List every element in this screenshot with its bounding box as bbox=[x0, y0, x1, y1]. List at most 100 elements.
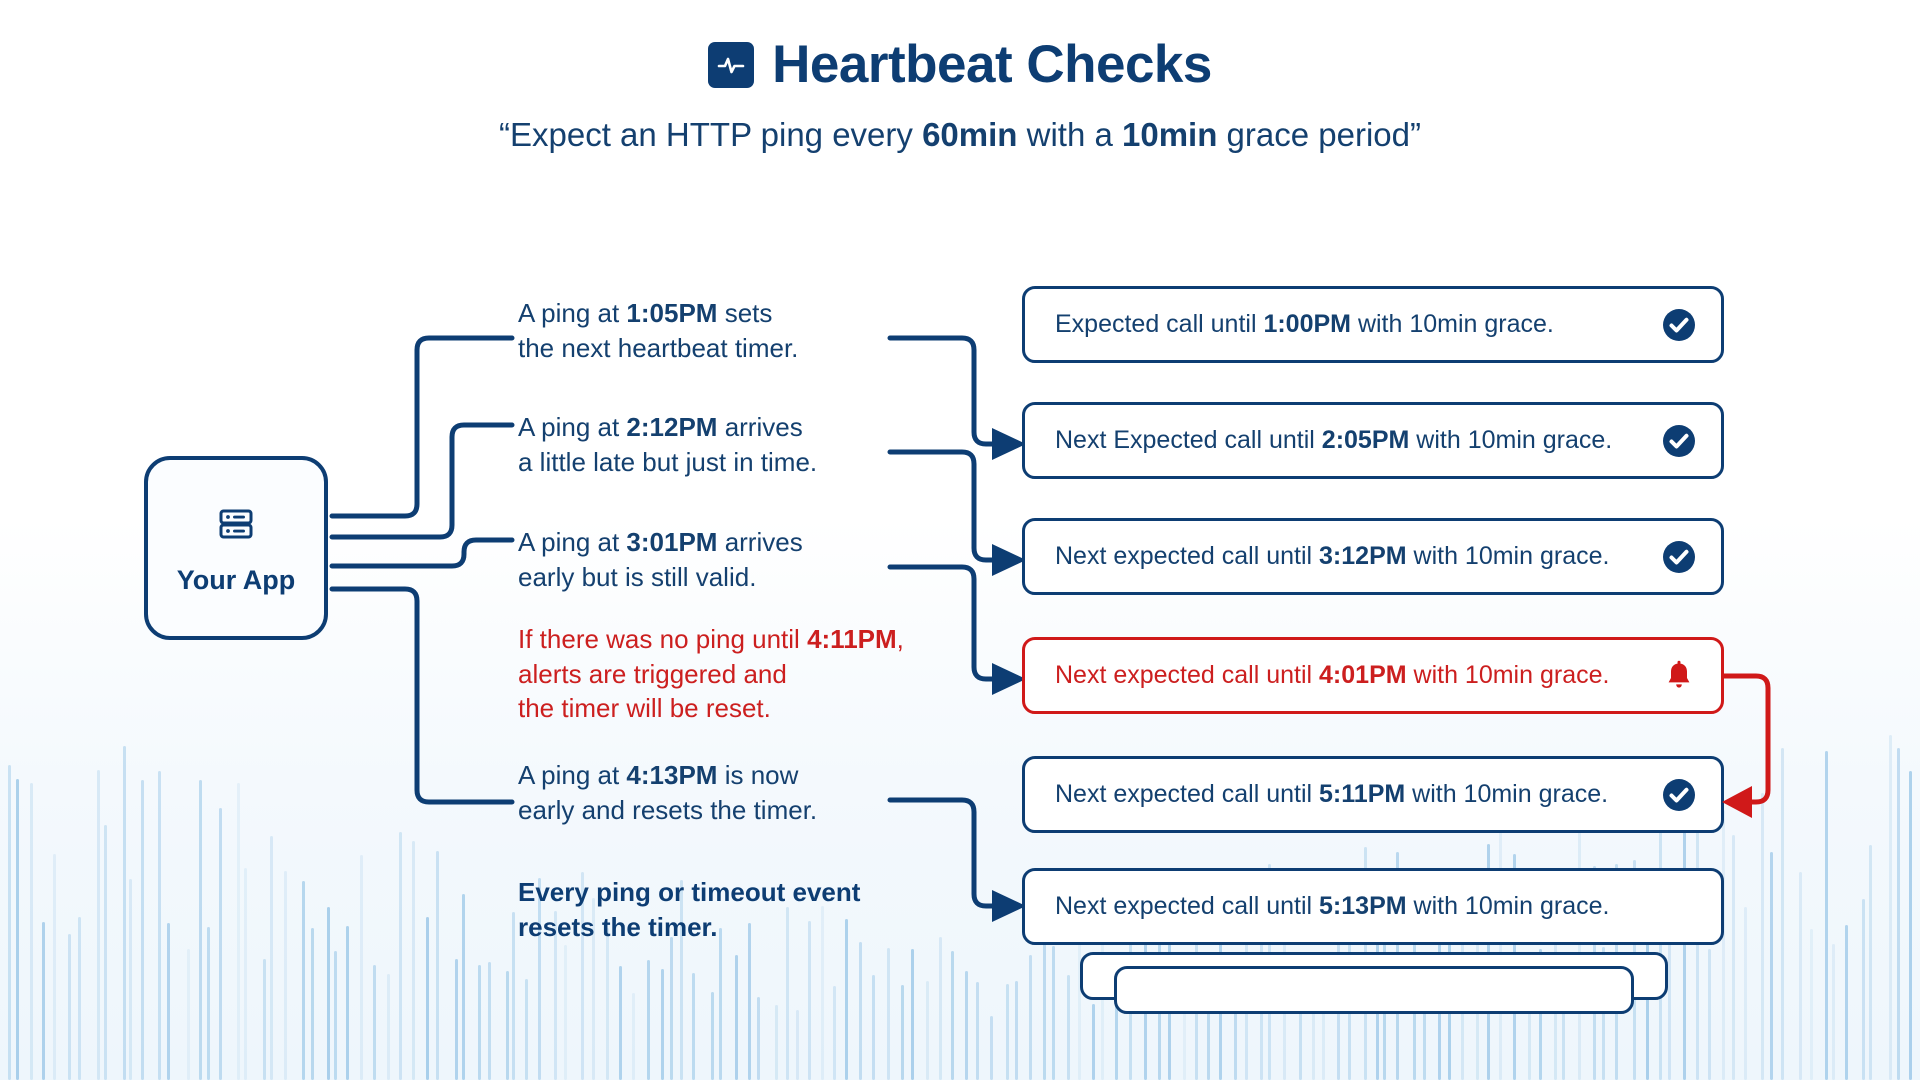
subtitle-grace: 10min bbox=[1122, 116, 1218, 153]
waveform-bar bbox=[1028, 955, 1032, 1080]
card-time: 1:00PM bbox=[1263, 310, 1351, 338]
waveform-bar bbox=[454, 959, 458, 1080]
card-time: 5:13PM bbox=[1319, 892, 1407, 920]
event-line-1: If there was no ping until 4:11PM, bbox=[518, 622, 904, 657]
card-prefix: Next expected call until bbox=[1055, 661, 1320, 689]
waveform-bar bbox=[15, 779, 19, 1080]
waveform-bar bbox=[939, 937, 942, 1080]
card-text: Next expected call until 5:11PM with 10m… bbox=[1055, 780, 1659, 809]
waveform-bar bbox=[887, 947, 891, 1080]
line1-time: 3:01PM bbox=[626, 527, 718, 557]
page-title: Heartbeat Checks bbox=[772, 35, 1212, 94]
waveform-bar bbox=[775, 1004, 779, 1080]
waveform-bar bbox=[1888, 734, 1892, 1080]
event-line-2: alerts are triggered and bbox=[518, 658, 787, 689]
waveform-bar bbox=[186, 948, 190, 1080]
check-circle-icon bbox=[1659, 775, 1699, 815]
waveform-bar bbox=[718, 928, 722, 1080]
event-line-2: resets the timer. bbox=[518, 911, 718, 942]
card-time: 2:05PM bbox=[1321, 426, 1410, 454]
waveform-bar bbox=[334, 950, 338, 1080]
waveform-bar bbox=[832, 985, 836, 1080]
card-prefix: Next expected call until bbox=[1055, 892, 1320, 920]
waveform-bar bbox=[1014, 981, 1018, 1080]
waveform-bar bbox=[1798, 871, 1802, 1080]
waveform-bar bbox=[1844, 925, 1848, 1080]
card-alert-4-01pm[interactable]: Next expected call until 4:01PM with 10m… bbox=[1022, 637, 1724, 714]
waveform-bar bbox=[647, 959, 651, 1080]
waveform-bar bbox=[964, 970, 968, 1080]
waveform-bar bbox=[141, 779, 145, 1080]
line1-prefix: A ping at bbox=[518, 298, 627, 328]
waveform-bar bbox=[237, 782, 241, 1080]
event-line-1: Every ping or timeout event bbox=[518, 877, 861, 907]
waveform-bar bbox=[301, 880, 305, 1080]
waveform-bar bbox=[327, 907, 331, 1080]
waveform-bar bbox=[871, 974, 875, 1080]
waveform-bar bbox=[67, 934, 71, 1080]
waveform-bar bbox=[859, 942, 863, 1080]
event-line-2: early but is still valid. bbox=[518, 561, 757, 592]
your-app-label: Your App bbox=[176, 565, 296, 595]
waveform-bar bbox=[900, 984, 904, 1080]
card-text: Next expected call until 3:12PM with 10m… bbox=[1055, 542, 1659, 571]
waveform-bar bbox=[1092, 1004, 1096, 1080]
event-line-1: A ping at 1:05PM sets bbox=[518, 296, 798, 331]
waveform-bar bbox=[206, 926, 210, 1080]
card-text: Next expected call until 4:01PM with 10m… bbox=[1055, 661, 1659, 690]
card-text: Expected call until 1:00PM with 10min gr… bbox=[1055, 310, 1659, 339]
event-text-summary: Every ping or timeout event resets the t… bbox=[518, 875, 860, 944]
card-expected-2-05pm[interactable]: Next Expected call until 2:05PM with 10m… bbox=[1022, 402, 1724, 479]
card-suffix: with 10min grace. bbox=[1409, 426, 1613, 454]
line1-time: 4:13PM bbox=[626, 760, 718, 790]
waveform-bar bbox=[512, 912, 516, 1080]
waveform-bar bbox=[283, 871, 287, 1080]
event-line-1: A ping at 3:01PM arrives bbox=[518, 525, 803, 560]
card-prefix: Next Expected call until bbox=[1055, 426, 1322, 454]
waveform-bar bbox=[78, 917, 82, 1080]
line1-time: 2:12PM bbox=[626, 412, 718, 442]
waveform-bar bbox=[807, 921, 811, 1080]
card-time: 4:01PM bbox=[1319, 661, 1407, 689]
waveform-bar bbox=[29, 782, 33, 1080]
waveform-bar bbox=[756, 997, 760, 1080]
check-circle-icon bbox=[1659, 537, 1699, 577]
line1-prefix: A ping at bbox=[518, 760, 627, 790]
waveform-bar bbox=[425, 917, 429, 1080]
waveform-bar bbox=[157, 771, 161, 1080]
waveform-bar bbox=[166, 923, 170, 1080]
waveform-bar bbox=[7, 765, 11, 1080]
server-icon bbox=[212, 500, 260, 553]
card-expected-1-00pm[interactable]: Expected call until 1:00PM with 10min gr… bbox=[1022, 286, 1724, 363]
page-subtitle: “Expect an HTTP ping every 60min with a … bbox=[0, 115, 1920, 155]
line1-suffix: is now bbox=[717, 760, 799, 790]
event-text-ping-1: A ping at 1:05PM sets the next heartbeat… bbox=[518, 296, 798, 365]
card-expected-5-13pm[interactable]: Next expected call until 5:13PM with 10m… bbox=[1022, 868, 1724, 945]
check-circle-icon bbox=[1659, 305, 1699, 345]
waveform-bar bbox=[1731, 835, 1735, 1080]
waveform-bar bbox=[1781, 747, 1785, 1080]
waveform-bar bbox=[243, 868, 247, 1080]
waveform-bar bbox=[670, 936, 674, 1080]
waveform-bar bbox=[926, 980, 930, 1080]
event-line-1: A ping at 2:12PM arrives bbox=[518, 410, 817, 445]
card-expected-5-11pm[interactable]: Next expected call until 5:11PM with 10m… bbox=[1022, 756, 1724, 833]
waveform-bar bbox=[218, 807, 222, 1080]
waveform-bar bbox=[1862, 899, 1866, 1080]
waveform-bar bbox=[487, 961, 491, 1080]
waveform-bar bbox=[660, 969, 664, 1080]
subtitle-suffix: grace period” bbox=[1217, 116, 1421, 153]
card-text: Next expected call until 5:13PM with 10m… bbox=[1055, 892, 1699, 921]
subtitle-interval: 60min bbox=[922, 116, 1018, 153]
waveform-bar bbox=[950, 950, 954, 1080]
card-suffix: with 10min grace. bbox=[1406, 542, 1610, 570]
waveform-bar bbox=[1761, 793, 1765, 1080]
waveform-bar bbox=[563, 944, 567, 1080]
waveform-bar bbox=[387, 974, 391, 1080]
waveform-bar bbox=[618, 966, 622, 1080]
event-line-2: early and resets the timer. bbox=[518, 794, 818, 825]
waveform-bar bbox=[911, 949, 915, 1080]
your-app-node[interactable]: Your App bbox=[144, 456, 328, 640]
card-expected-3-12pm[interactable]: Next expected call until 3:12PM with 10m… bbox=[1022, 518, 1724, 595]
check-circle-icon bbox=[1659, 421, 1699, 461]
